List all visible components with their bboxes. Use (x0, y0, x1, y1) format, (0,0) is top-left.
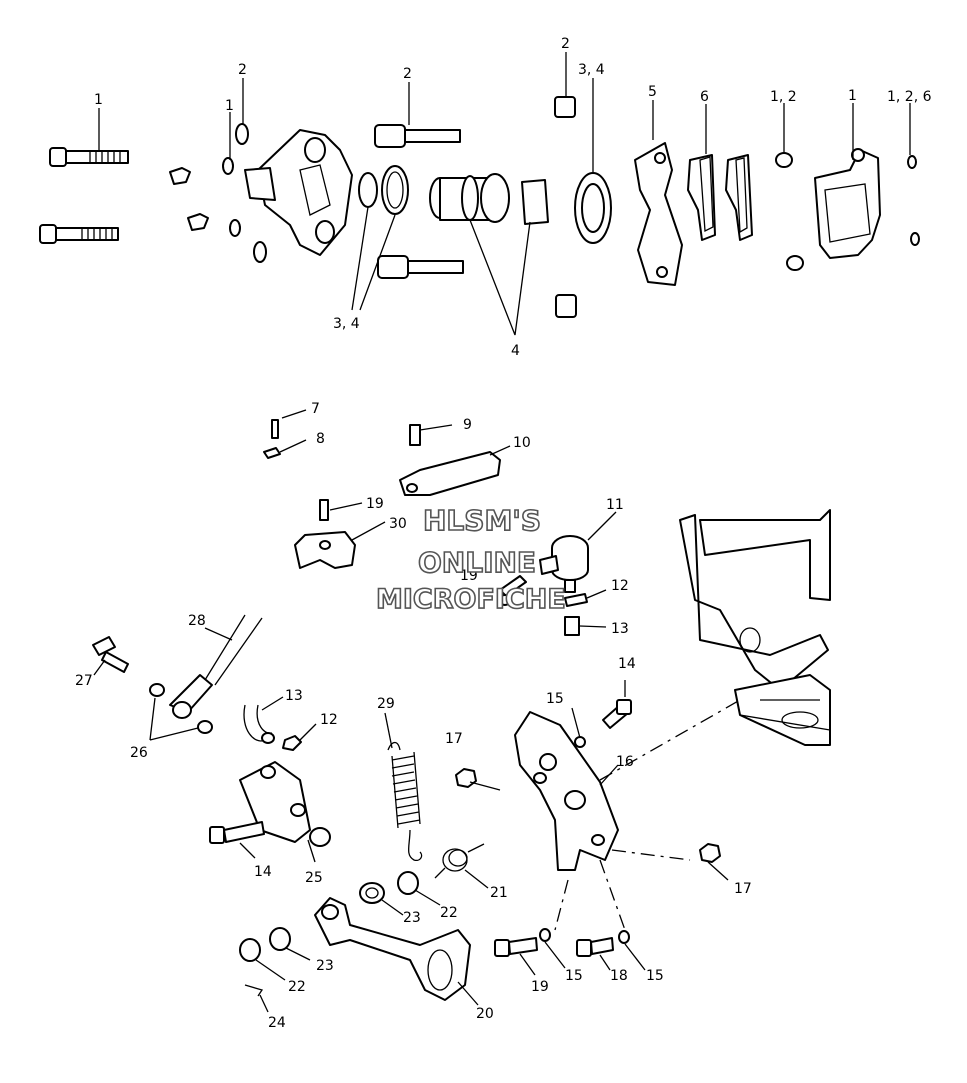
callout-label: 18 (610, 968, 628, 984)
brake-pad-inner (687, 154, 716, 241)
callout-label: 20 (476, 1006, 494, 1022)
callout-label: 1 (225, 98, 234, 114)
callout-label: 22 (288, 979, 306, 995)
callout-label: 15 (546, 691, 564, 707)
caliper-body-outer (814, 148, 881, 259)
brake-pad-outer (725, 154, 753, 241)
callout-label: 21 (490, 885, 508, 901)
callout-label: 22 (440, 905, 458, 921)
callout-label: 23 (316, 958, 334, 974)
callout-label: 3, 4 (578, 62, 605, 78)
callout-label: 29 (377, 696, 395, 712)
callout-label: 12 (611, 578, 629, 594)
fluid-reservoir (539, 535, 589, 593)
watermark: HLSM'S ONLINE MICROFICHE (375, 503, 566, 616)
bolt-lower (39, 224, 119, 244)
callout-label: 19 (460, 568, 478, 584)
pin-lower (377, 255, 464, 279)
flange-bolt (92, 636, 129, 673)
bolt-plate (602, 699, 632, 729)
pin-upper (374, 124, 461, 148)
caliper-assembly (39, 52, 920, 336)
watermark-line3: MICROFICHE (376, 584, 566, 615)
callout-label: 14 (254, 864, 272, 880)
brake-pedal (314, 897, 471, 1001)
cable-clip (294, 531, 356, 569)
callout-label: 4 (511, 343, 520, 359)
callout-label: 27 (75, 673, 93, 689)
screw-small (271, 409, 307, 439)
callout-label: 26 (130, 745, 148, 761)
bolt-bottom-right (576, 937, 614, 957)
callout-label: 11 (606, 497, 624, 513)
return-spring (387, 741, 423, 862)
callout-label: 16 (616, 754, 634, 770)
callout-label: 2 (403, 66, 412, 82)
callout-label: 17 (445, 731, 463, 747)
callout-label: 23 (403, 910, 421, 926)
clamp-bracket (399, 451, 501, 496)
bolt-bottom-left (494, 937, 538, 957)
pedal-bracket-plate (514, 711, 619, 871)
callout-label: 25 (305, 870, 323, 886)
bolt-upper (49, 147, 129, 167)
callout-label: 6 (700, 89, 709, 105)
callout-label: 13 (611, 621, 629, 637)
caliper-body-inner (244, 129, 353, 256)
piston-sleeve (521, 179, 549, 225)
callout-label: 13 (285, 688, 303, 704)
piston (429, 173, 510, 223)
callout-label: 1, 2, 6 (887, 89, 932, 105)
callout-label: 3, 4 (333, 316, 360, 332)
watermark-line1: HLSM'S (423, 504, 541, 537)
callout-label: 1, 2 (770, 89, 797, 105)
callout-label: 9 (463, 417, 472, 433)
callout-label: 14 (618, 656, 636, 672)
callout-label: 1 (848, 88, 857, 104)
vehicle-frame (679, 509, 831, 746)
torsion-spring (434, 843, 485, 879)
callout-label: 8 (316, 431, 325, 447)
callout-label: 19 (366, 496, 384, 512)
callout-label: 2 (238, 62, 247, 78)
callout-label: 7 (311, 401, 320, 417)
callout-label: 28 (188, 613, 206, 629)
callout-label: 19 (531, 979, 549, 995)
callout-label: 10 (513, 435, 531, 451)
callout-label: 15 (646, 968, 664, 984)
callout-label: 24 (268, 1015, 286, 1031)
callout-label: 30 (389, 516, 407, 532)
callout-labels: 1 1 2 1 2 2 3, 4 3, 4 4 5 6 1, 2 1, 2, 6… (75, 36, 932, 1031)
watermark-line2: ONLINE (418, 546, 536, 579)
hose (243, 704, 275, 744)
callout-label: 12 (320, 712, 338, 728)
callout-label: 1 (94, 92, 103, 108)
callout-label: 15 (565, 968, 583, 984)
mounting-bracket (634, 142, 683, 286)
brake-cable (169, 614, 263, 719)
callout-label: 5 (648, 84, 657, 100)
callout-label: 2 (561, 36, 570, 52)
bolt-cylinder (209, 821, 265, 844)
callout-label: 17 (734, 881, 752, 897)
